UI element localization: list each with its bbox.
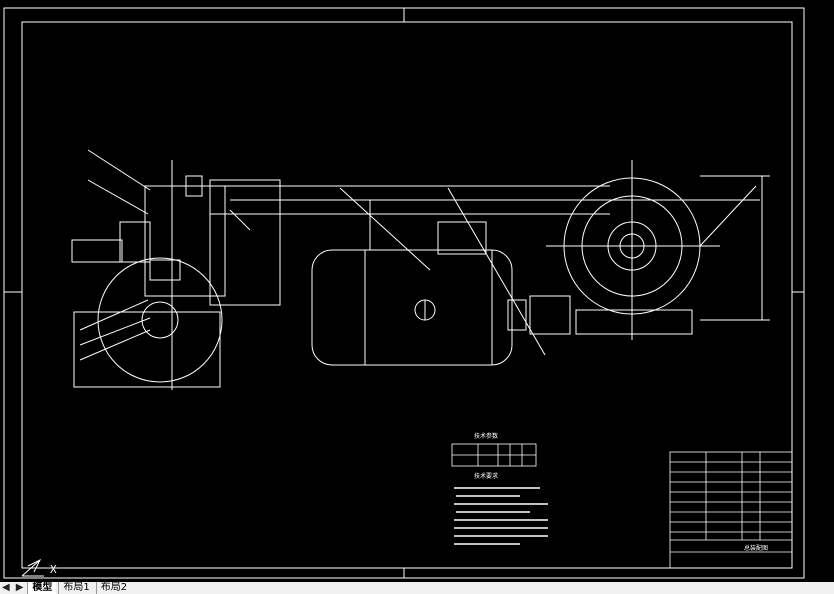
ucs-axis-label: X — [50, 563, 57, 576]
belt-lines — [210, 185, 760, 356]
requirements-lines — [454, 487, 548, 545]
electric-motor — [311, 200, 571, 366]
layout-tab-bar: ◀ ▶ 模型 布局1 布局2 — [0, 582, 834, 594]
gearbox-side-view — [71, 149, 281, 390]
tab-model[interactable]: 模型 — [27, 582, 57, 594]
tab-layout2[interactable]: 布局2 — [95, 582, 131, 594]
requirements-title: 技术要求 — [474, 472, 498, 480]
drum-reducer-view — [546, 160, 770, 340]
parameters-title: 技术参数 — [474, 432, 498, 440]
parameters-table — [451, 443, 537, 467]
title-block — [669, 451, 793, 569]
ucs-icon — [21, 558, 44, 577]
tab-next-icon[interactable]: ▶ — [15, 582, 24, 593]
sheet-border — [3, 7, 805, 579]
title-block-name: 总装配图 — [744, 544, 768, 552]
tab-prev-icon[interactable]: ◀ — [2, 582, 10, 593]
tab-layout1[interactable]: 布局1 — [58, 582, 93, 594]
drawing-canvas[interactable]: 技术参数 技术要求 总装配图 — [0, 0, 834, 582]
